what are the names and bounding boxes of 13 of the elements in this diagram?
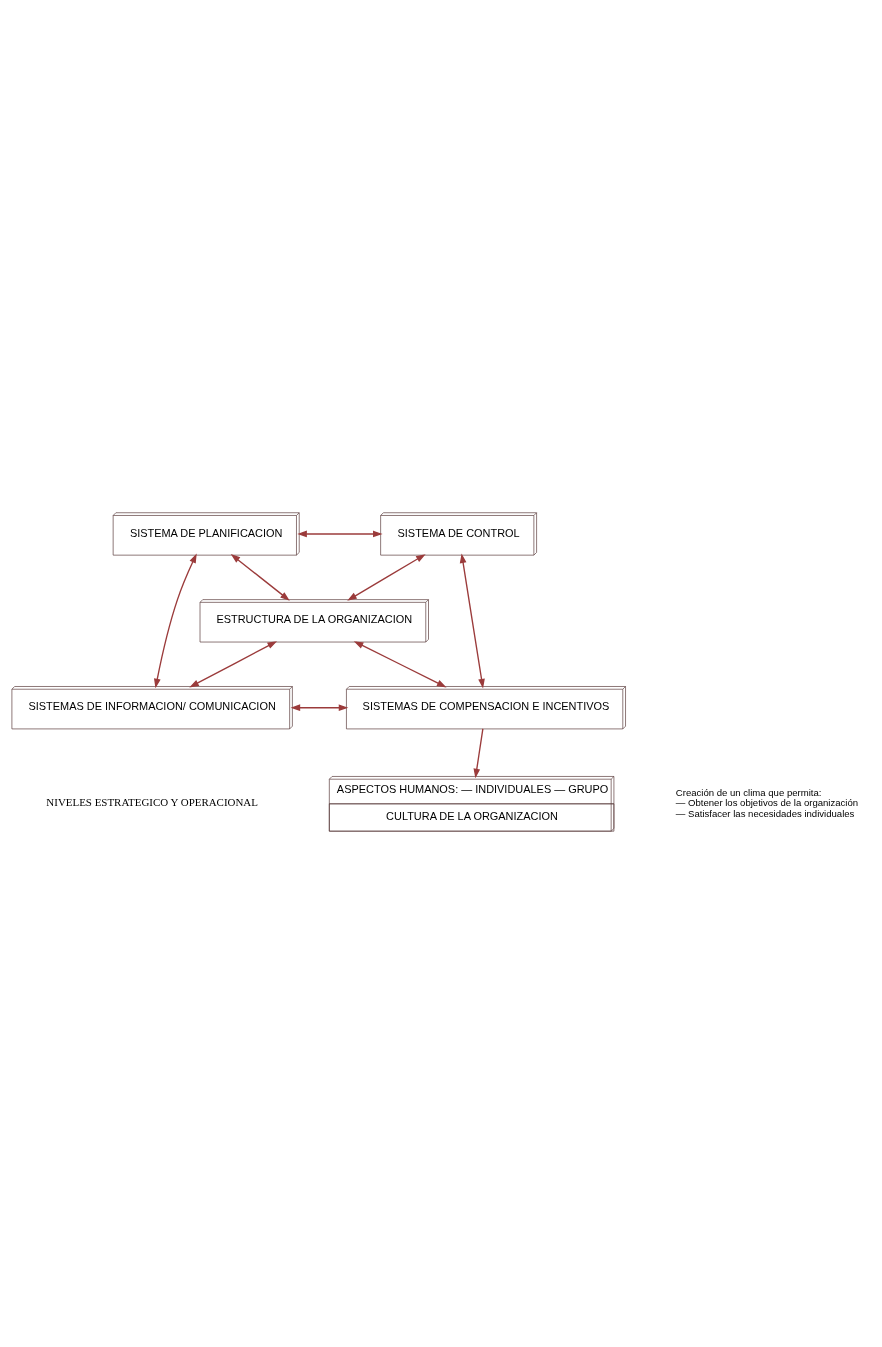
label: NIVELES ESTRATEGICO Y OPERACIONAL [46, 796, 258, 809]
label: Creación de un clima que permita: [675, 787, 822, 799]
label: — Satisfacer las necesidades individuales [675, 807, 855, 819]
label: — Obtener los objetivos de la organización [675, 797, 859, 809]
arrow [297, 530, 383, 538]
arrow [459, 553, 485, 689]
arrow [230, 554, 290, 601]
arrow [153, 553, 197, 689]
arrow [290, 704, 349, 712]
arrow [347, 554, 426, 601]
arrow [189, 641, 278, 688]
arrow [473, 728, 484, 779]
arrow [353, 641, 447, 688]
